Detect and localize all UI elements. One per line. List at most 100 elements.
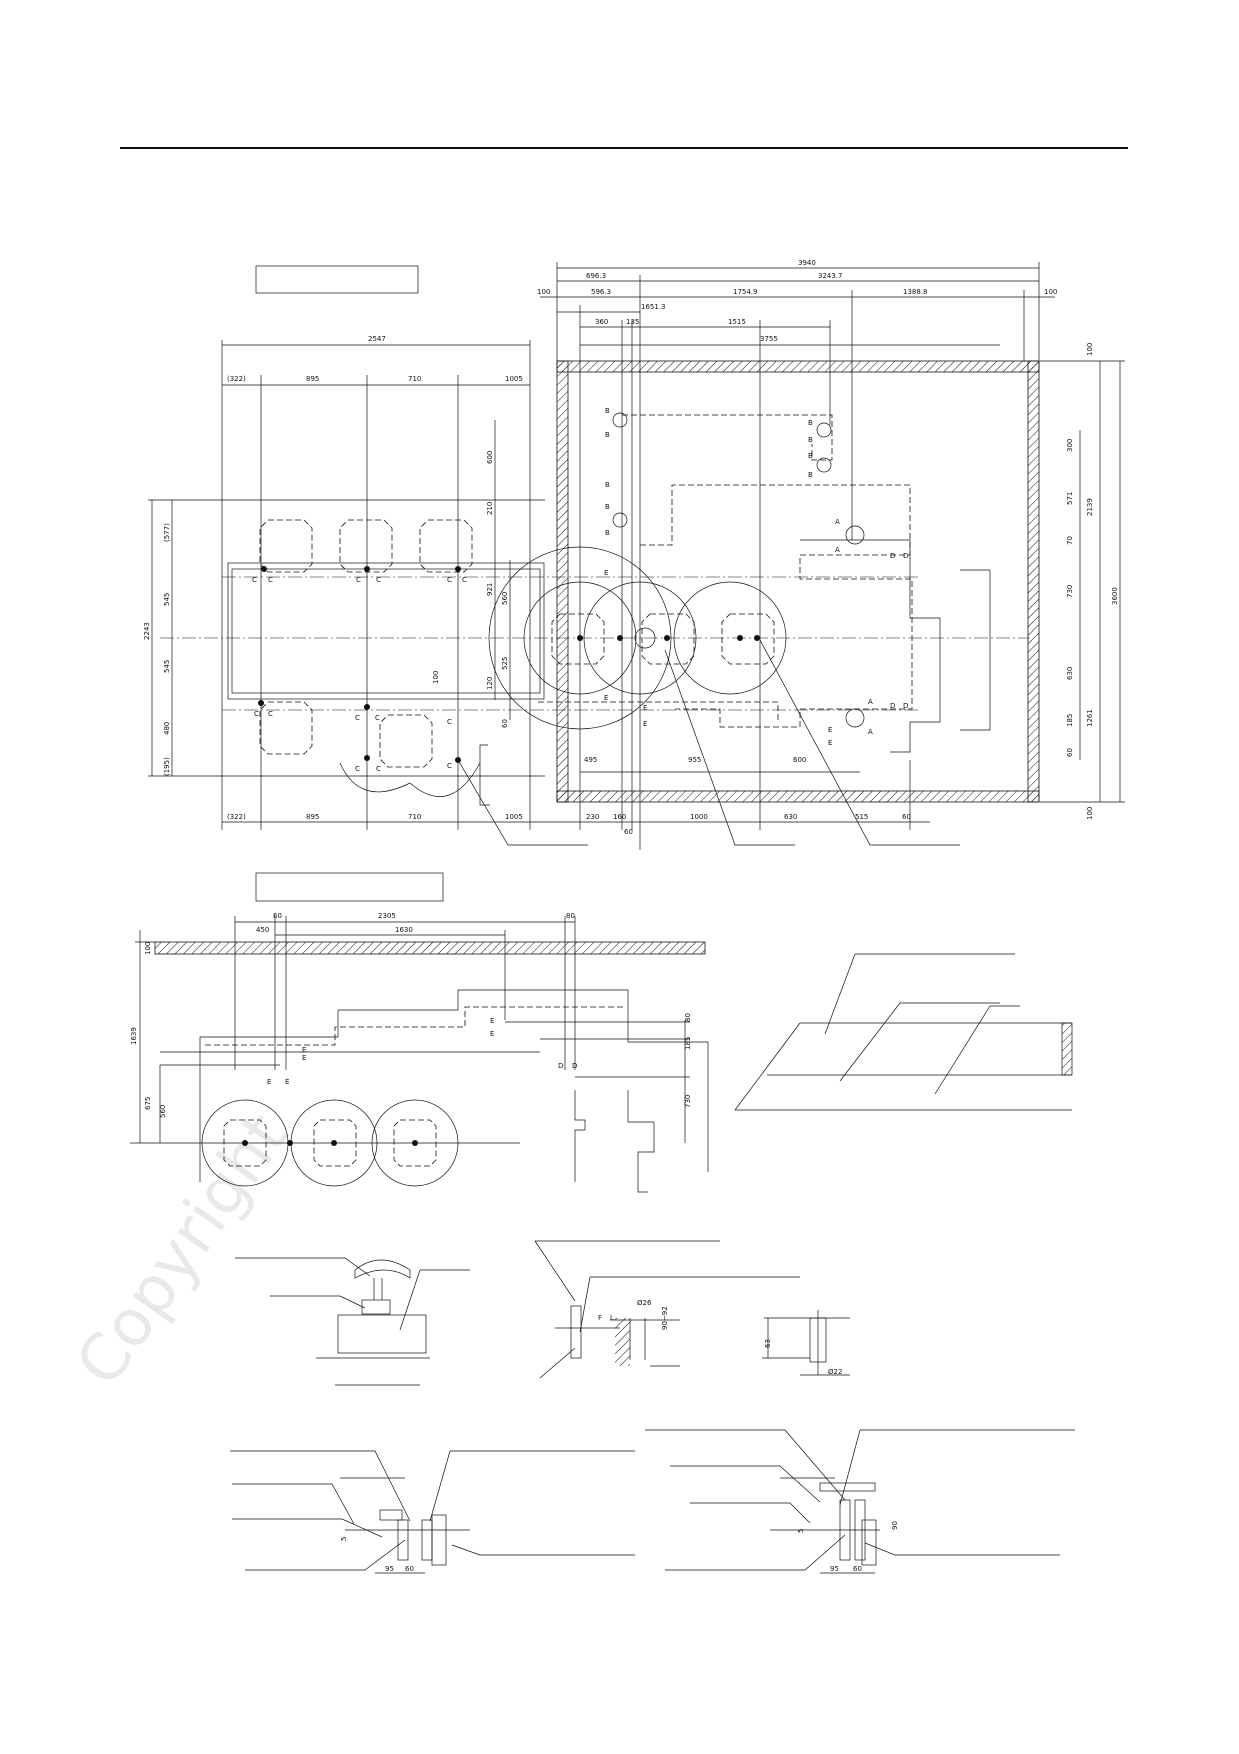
room-wall-right (1027, 360, 1040, 803)
svg-text:C: C (252, 576, 257, 584)
svg-text:5: 5 (340, 1537, 348, 1541)
svg-text:E: E (604, 694, 608, 702)
svg-text:A: A (868, 698, 873, 706)
svg-text:560: 560 (501, 592, 509, 605)
svg-text:90: 90 (891, 1521, 899, 1530)
svg-text:1005: 1005 (505, 813, 523, 821)
svg-text:90~92: 90~92 (661, 1306, 669, 1330)
svg-text:895: 895 (306, 375, 319, 383)
svg-text:160: 160 (613, 813, 626, 821)
svg-text:B: B (605, 503, 610, 511)
svg-text:B: B (605, 407, 610, 415)
svg-text:360: 360 (595, 318, 608, 326)
svg-text:E: E (828, 726, 832, 734)
svg-text:C: C (356, 576, 361, 584)
svg-text:E: E (302, 1054, 306, 1062)
svg-text:185: 185 (684, 1037, 692, 1050)
machine-frame-left (231, 568, 541, 694)
svg-text:D: D (572, 1062, 577, 1070)
svg-text:C: C (447, 762, 452, 770)
svg-text:E: E (828, 739, 832, 747)
svg-text:230: 230 (586, 813, 599, 821)
svg-text:A: A (835, 518, 840, 526)
svg-text:C: C (376, 576, 381, 584)
svg-text:600: 600 (486, 451, 494, 464)
svg-text:1005: 1005 (505, 375, 523, 383)
svg-text:100: 100 (537, 288, 550, 296)
plan-title-box (255, 265, 419, 294)
svg-text:C: C (376, 765, 381, 773)
svg-text:560: 560 (159, 1105, 167, 1118)
svg-text:2243: 2243 (143, 622, 151, 640)
svg-text:C: C (355, 765, 360, 773)
copyright-watermark: Copyright (62, 1101, 302, 1400)
svg-text:C: C (254, 710, 259, 718)
svg-text:696.3: 696.3 (586, 272, 606, 280)
svg-text:(322): (322) (227, 813, 246, 821)
svg-text:B: B (605, 529, 610, 537)
svg-text:C: C (447, 718, 452, 726)
svg-text:B: B (808, 436, 813, 444)
svg-text:1388.8: 1388.8 (903, 288, 928, 296)
svg-text:3940: 3940 (798, 259, 816, 267)
svg-text:80: 80 (684, 1013, 692, 1022)
svg-text:70: 70 (1066, 536, 1074, 545)
svg-text:210: 210 (486, 502, 494, 515)
elevation-view: 60 2305 80 450 1630 100 1639 675 560 80 … (130, 912, 709, 1193)
svg-text:C: C (268, 710, 273, 718)
svg-text:1261: 1261 (1086, 709, 1094, 727)
room-wall-left (556, 360, 569, 803)
svg-text:571: 571 (1066, 492, 1074, 505)
svg-text:730: 730 (1066, 585, 1074, 598)
svg-text:710: 710 (408, 375, 421, 383)
svg-text:A: A (868, 728, 873, 736)
svg-text:D: D (890, 702, 895, 710)
elevation-title-box (255, 872, 444, 902)
svg-text:1515: 1515 (728, 318, 746, 326)
svg-text:100: 100 (432, 671, 440, 684)
svg-text:(577): (577) (163, 523, 171, 542)
svg-text:675: 675 (144, 1097, 152, 1110)
svg-text:Ø22: Ø22 (828, 1368, 842, 1376)
svg-text:60: 60 (273, 912, 282, 920)
svg-text:E: E (267, 1078, 271, 1086)
svg-text:C: C (462, 576, 467, 584)
svg-text:120: 120 (486, 677, 494, 690)
svg-text:C: C (355, 714, 360, 722)
svg-text:515: 515 (855, 813, 868, 821)
svg-text:921: 921 (486, 583, 494, 596)
svg-text:60: 60 (501, 719, 509, 728)
svg-text:B: B (808, 419, 813, 427)
svg-text:480: 480 (163, 722, 171, 735)
svg-text:60: 60 (853, 1565, 862, 1573)
svg-text:3243.7: 3243.7 (818, 272, 843, 280)
svg-text:1639: 1639 (130, 1027, 138, 1045)
svg-text:185: 185 (1066, 714, 1074, 727)
svg-text:D: D (890, 552, 895, 560)
svg-text:95: 95 (385, 1565, 394, 1573)
svg-text:545: 545 (163, 660, 171, 673)
svg-text:60: 60 (1066, 748, 1074, 757)
svg-text:E: E (302, 1046, 306, 1054)
svg-text:100: 100 (144, 942, 152, 955)
svg-text:F: F (598, 1314, 602, 1322)
bottom-right-detail: 5 90 95 60 (645, 1429, 1075, 1574)
elevation-floor-hatch (154, 941, 706, 955)
svg-text:B: B (605, 431, 610, 439)
bolt-detail: 63 Ø22 (762, 1310, 850, 1376)
svg-text:495: 495 (584, 756, 597, 764)
svg-text:3600: 3600 (1111, 587, 1119, 605)
svg-text:E: E (490, 1030, 494, 1038)
room-wall-top (556, 360, 1040, 373)
svg-text:1651.3: 1651.3 (641, 303, 666, 311)
svg-text:E: E (285, 1078, 289, 1086)
svg-text:D: D (903, 552, 908, 560)
svg-text:955: 955 (688, 756, 701, 764)
svg-text:525: 525 (501, 657, 509, 670)
svg-text:B: B (808, 452, 813, 460)
svg-text:545: 545 (163, 593, 171, 606)
svg-text:A: A (835, 546, 840, 554)
svg-text:E: E (490, 1017, 494, 1025)
svg-text:5: 5 (797, 1529, 805, 1533)
